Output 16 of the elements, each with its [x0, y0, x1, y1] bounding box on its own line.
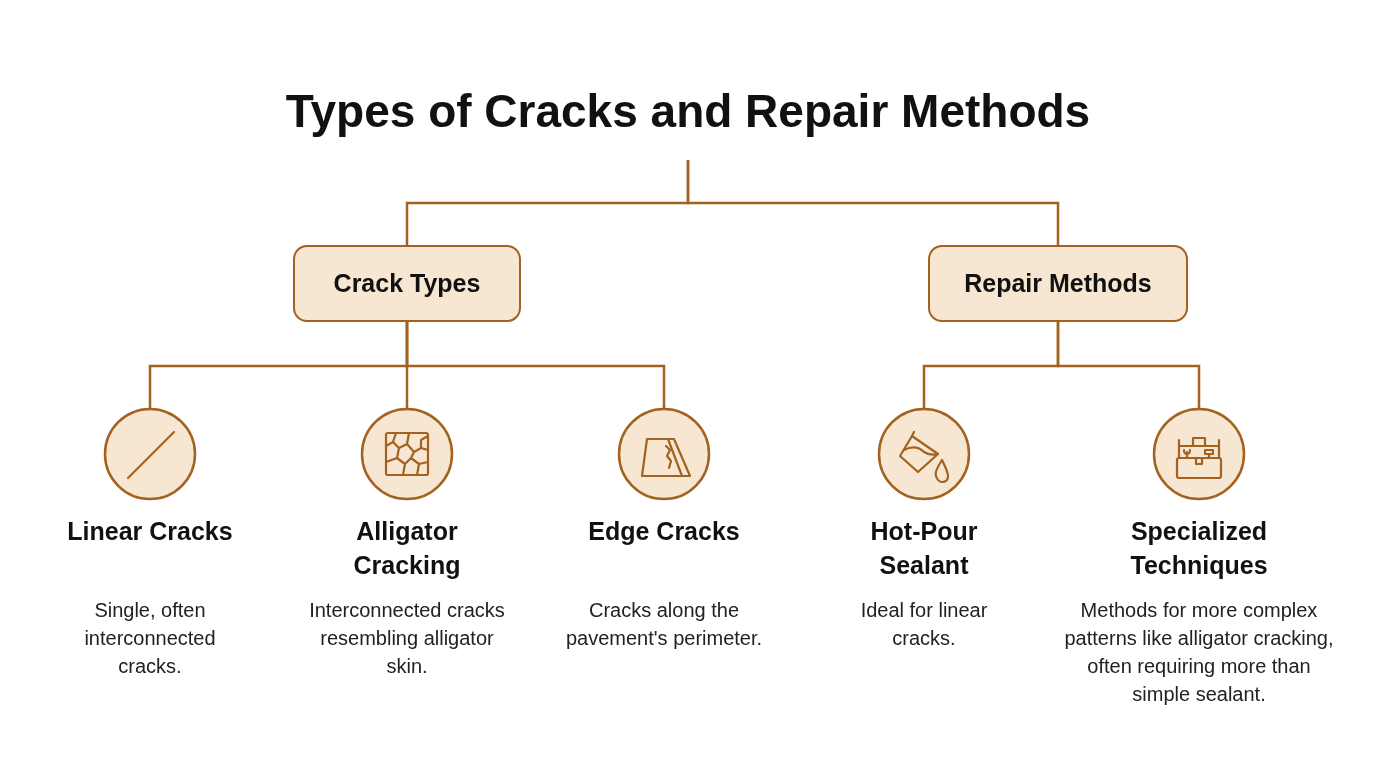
item-heading: Edge Cracks	[587, 516, 741, 547]
category-box: Repair Methods	[928, 245, 1188, 322]
item-description: Interconnected cracks resembling alligator skin.	[308, 598, 506, 679]
item-heading: Linear Cracks	[66, 516, 234, 547]
item-description: Ideal for linear cracks.	[859, 598, 989, 651]
item-description: Methods for more complex patterns like alligator cracking, often requiring more than simple sealant.	[1063, 598, 1335, 707]
item-heading: Specialized Techniques	[1129, 516, 1269, 581]
item-description: Single, often interconnected cracks.	[83, 598, 217, 679]
connector-line	[405, 322, 666, 408]
item-heading: Alligator Cracking	[352, 516, 462, 581]
item-heading: Hot-Pour Sealant	[869, 516, 979, 581]
diagram-title: Types of Cracks and Repair Methods	[188, 84, 1188, 160]
connector-line	[686, 160, 1060, 245]
category-box: Crack Types	[293, 245, 521, 322]
connector-line	[1056, 322, 1201, 408]
item-description: Cracks along the pavement's perimeter.	[564, 598, 764, 651]
